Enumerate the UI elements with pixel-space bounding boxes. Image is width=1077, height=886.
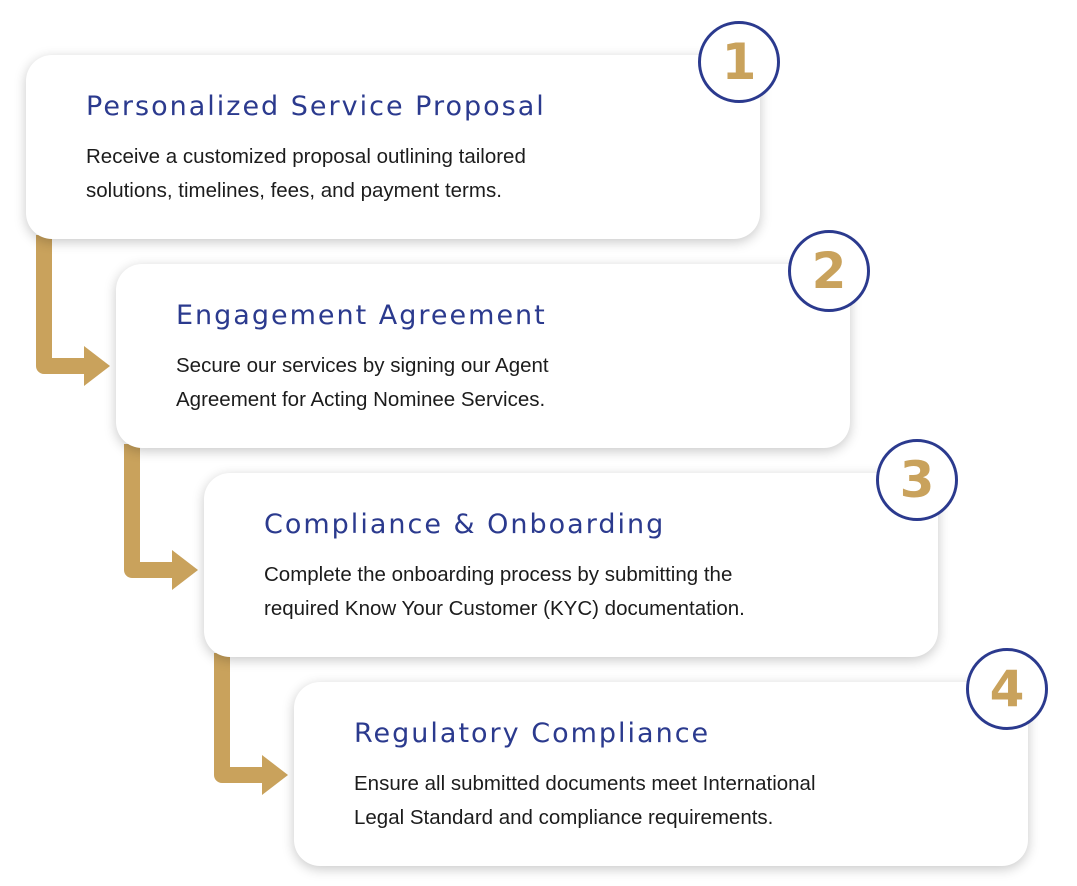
- step-number-badge-1: 1: [698, 21, 780, 103]
- step-description-line: Agreement for Acting Nominee Services.: [176, 388, 546, 411]
- step-number: 4: [989, 660, 1025, 718]
- step-card-2: Engagement Agreement Secure our services…: [116, 264, 850, 448]
- step-number: 2: [811, 242, 847, 300]
- connector-arrow-2-to-3: [124, 444, 198, 590]
- step-description: Receive a customized proposal outlining …: [86, 140, 706, 208]
- step-description: Ensure all submitted documents meet Inte…: [354, 767, 974, 835]
- step-description-line: required Know Your Customer (KYC) docume…: [264, 597, 745, 620]
- step-card-4: Regulatory Compliance Ensure all submitt…: [294, 682, 1028, 866]
- step-description-line: Secure our services by signing our Agent: [176, 354, 549, 377]
- step-number-badge-3: 3: [876, 439, 958, 521]
- connector-arrow-3-to-4: [214, 653, 288, 795]
- step-description-line: solutions, timelines, fees, and payment …: [86, 179, 502, 202]
- step-title: Engagement Agreement: [176, 300, 547, 331]
- step-number: 3: [899, 451, 935, 509]
- step-description-line: Receive a customized proposal outlining …: [86, 145, 526, 168]
- step-title: Regulatory Compliance: [354, 718, 711, 749]
- step-title: Compliance & Onboarding: [264, 509, 666, 540]
- connector-arrow-1-to-2: [36, 235, 110, 386]
- step-description-line: Complete the onboarding process by submi…: [264, 563, 733, 586]
- step-card-1: Personalized Service Proposal Receive a …: [26, 55, 760, 239]
- step-number-badge-2: 2: [788, 230, 870, 312]
- step-card-3: Compliance & Onboarding Complete the onb…: [204, 473, 938, 657]
- step-number-badge-4: 4: [966, 648, 1048, 730]
- step-number: 1: [721, 33, 757, 91]
- step-description: Complete the onboarding process by submi…: [264, 558, 884, 626]
- step-description-line: Legal Standard and compliance requiremen…: [354, 806, 774, 829]
- step-description-line: Ensure all submitted documents meet Inte…: [354, 772, 816, 795]
- step-title: Personalized Service Proposal: [86, 91, 546, 122]
- step-description: Secure our services by signing our Agent…: [176, 349, 796, 417]
